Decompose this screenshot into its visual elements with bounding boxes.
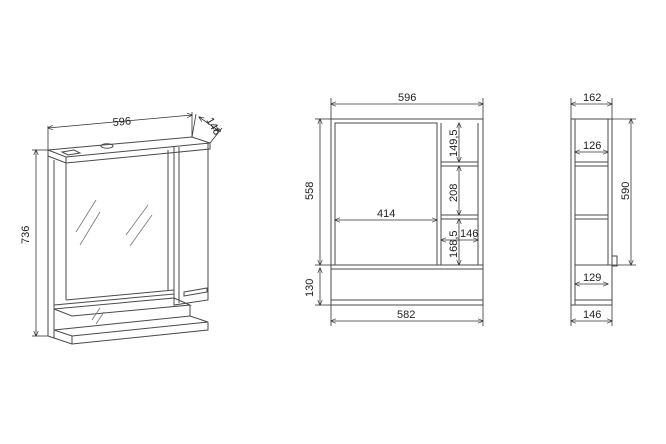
front-bottom-width-label: 582 [397,309,415,321]
perspective-height-label: 736 [20,226,32,244]
side-view: 162 126 590 129 146 [571,92,636,326]
front-bottom-height-label: 130 [304,279,316,297]
side-depth-top-label: 162 [583,92,601,104]
perspective-depth-label: 146 [203,116,223,138]
front-shelf-mid-label: 208 [448,184,460,202]
front-height-label: 558 [304,182,316,200]
front-view: 596 558 130 414 146 149,5 208 168,5 582 [304,92,483,326]
perspective-width-label: 596 [112,115,131,129]
front-shelf-top-label: 149,5 [448,129,460,157]
side-depth-bottom-label: 146 [583,309,601,321]
side-height-label: 590 [620,182,632,200]
front-niche-width-label: 146 [460,228,478,240]
front-width-label: 596 [398,92,416,104]
perspective-view: 596 146 736 [20,112,223,345]
side-shelf-depth-label: 129 [583,272,601,284]
front-mirror-width-label: 414 [377,208,395,220]
side-inner-depth-label: 126 [583,140,601,152]
front-shelf-bottom-label: 168,5 [448,230,460,258]
